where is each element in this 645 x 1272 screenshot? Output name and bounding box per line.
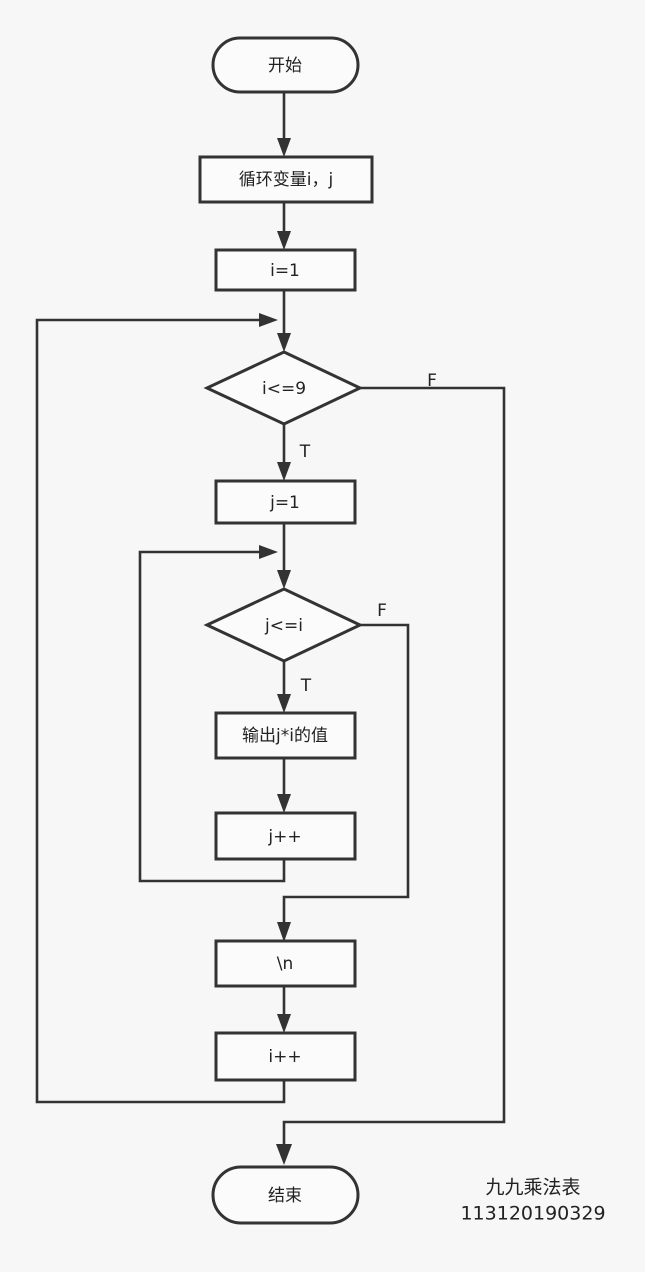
node-newline-label: \n [277, 954, 294, 974]
node-inc-j[interactable]: j++ [214, 811, 357, 861]
edge-init-i-to-cond-i [277, 290, 291, 352]
edge-outer-loop-back [35, 313, 286, 1104]
node-inc-i-label: i++ [268, 1047, 301, 1067]
node-end-shape [211, 1165, 360, 1225]
caption-id: 113120190329 [460, 1203, 605, 1225]
edge-cond-j-true-to-output [277, 661, 291, 713]
node-start[interactable]: 开始 [211, 36, 360, 94]
node-inc-i-shape [214, 1031, 357, 1082]
node-inc-i[interactable]: i++ [214, 1031, 357, 1082]
node-cond-j-shape [203, 587, 364, 663]
node-cond-i-label: i<=9 [262, 379, 306, 399]
node-newline[interactable]: \n [214, 939, 357, 988]
node-init-i-shape [214, 248, 357, 292]
node-inc-j-shape [214, 811, 357, 861]
node-output[interactable]: 输出j*i的值 [214, 711, 357, 760]
node-start-shape [211, 36, 360, 94]
edge-start-to-declare [277, 92, 291, 157]
edge-cond-i-true-to-init-j [277, 424, 291, 481]
edge-newline-to-inc-i [277, 986, 291, 1033]
node-cond-i-shape [203, 350, 364, 426]
node-newline-shape [214, 939, 357, 988]
diagram-caption: 九九乘法表 113120190329 [460, 1177, 605, 1225]
edge-init-j-to-cond-j [277, 523, 291, 589]
edge-declare-to-init-i [277, 202, 291, 250]
edge-inner-loop-back [138, 545, 286, 883]
node-cond-i[interactable]: i<=9 [203, 350, 364, 426]
node-end[interactable]: 结束 [211, 1165, 360, 1225]
node-cond-j-label: j<=i [264, 616, 303, 636]
edge-label-cond-j-true: T [300, 676, 312, 696]
node-declare-label: 循环变量i，j [239, 170, 333, 190]
node-output-label: 输出j*i的值 [242, 726, 328, 746]
edge-cond-i-false-to-end [276, 386, 506, 1165]
node-cond-j[interactable]: j<=i [203, 587, 364, 663]
edge-output-to-inc-j [277, 758, 291, 813]
node-inc-j-label: j++ [267, 827, 301, 847]
caption-title: 九九乘法表 [485, 1177, 580, 1199]
node-end-label: 结束 [268, 1186, 302, 1206]
edge-label-cond-i-true: T [299, 442, 311, 462]
edge-label-cond-i-false: F [427, 371, 437, 391]
node-output-shape [214, 711, 357, 760]
node-init-j-shape [214, 479, 357, 525]
node-init-i[interactable]: i=1 [214, 248, 357, 292]
node-init-j[interactable]: j=1 [214, 479, 357, 525]
node-init-i-label: i=1 [270, 261, 300, 281]
node-declare-shape [198, 155, 374, 204]
node-declare[interactable]: 循环变量i，j [198, 155, 374, 204]
edge-cond-j-false-to-newline [277, 623, 410, 942]
edge-label-cond-j-false: F [377, 601, 387, 621]
node-start-label: 开始 [268, 56, 302, 76]
node-init-j-label: j=1 [269, 493, 300, 513]
